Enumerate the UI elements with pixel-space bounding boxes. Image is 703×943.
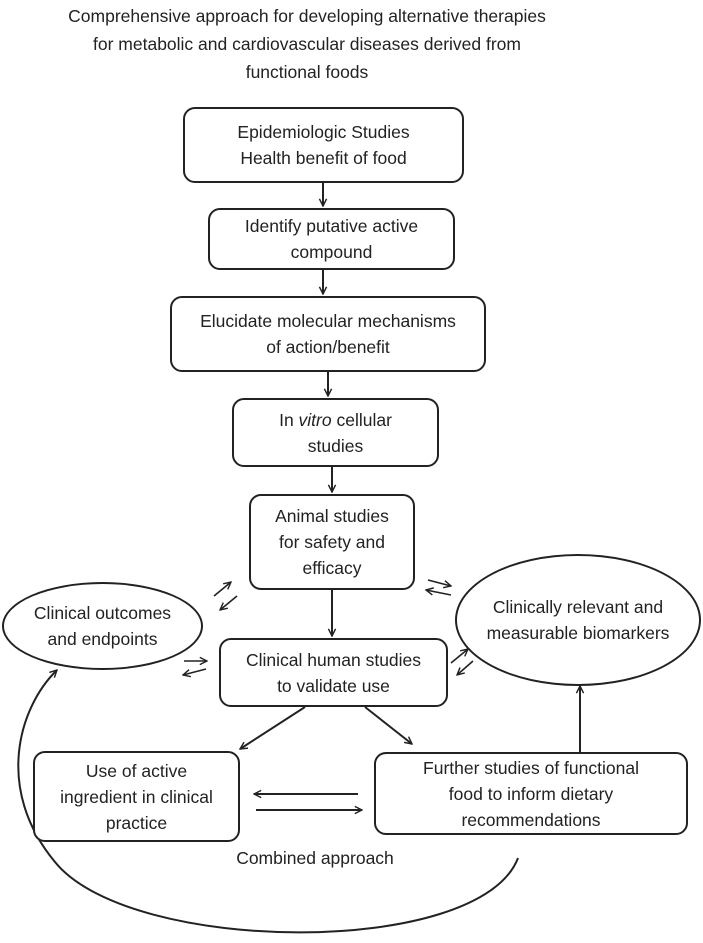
node-further-line-2: food to inform dietary xyxy=(448,783,614,804)
node-active-ingredient: Use of active ingredient in clinical pra… xyxy=(33,751,240,842)
edge-outcomes-to-animal xyxy=(213,582,231,597)
node-identify-line-2: compound xyxy=(290,242,373,262)
node-further-studies: Further studies of functional food to in… xyxy=(374,752,688,835)
node-animal-line-2: for safety and xyxy=(278,532,386,552)
edge-clinical-to-ingredient xyxy=(240,706,306,749)
node-elucidate-mechanisms: Elucidate molecular mechanisms of action… xyxy=(170,296,486,372)
edge-clinical-to-further xyxy=(364,706,412,744)
edge-clinical-to-biomarkers xyxy=(450,649,468,664)
edge-clinical-to-outcomes xyxy=(183,668,207,675)
diagram-title: Comprehensive approach for developing al… xyxy=(0,2,614,86)
edge-animal-to-biomarkers xyxy=(427,579,451,586)
node-identify-line-1: Identify putative active xyxy=(244,216,419,236)
node-ingredient-line-1: Use of active xyxy=(85,760,188,781)
node-clinical-human-line-2: to validate use xyxy=(277,675,390,696)
node-epidemiologic-studies: Epidemiologic Studies Health benefit of … xyxy=(183,107,464,183)
node-further-line-3: recommendations xyxy=(461,809,601,830)
node-biomarkers: Clinically relevant and measurable bioma… xyxy=(455,554,701,686)
node-clinical-human-studies: Clinical human studies to validate use xyxy=(219,638,448,707)
node-epidemiologic-line-2: Health benefit of food xyxy=(240,148,407,168)
edge-biomarkers-to-clinical xyxy=(457,660,474,675)
node-invitro-italic: vitro xyxy=(298,409,332,430)
node-invitro-line-2: studies xyxy=(307,435,364,456)
node-outcomes-line-2: and endpoints xyxy=(47,629,158,649)
node-ingredient-line-2: ingredient in clinical xyxy=(60,786,213,807)
node-outcomes-line-1: Clinical outcomes xyxy=(33,603,172,623)
title-line-2: for metabolic and cardiovascular disease… xyxy=(93,34,521,54)
node-animal-studies: Animal studies for safety and efficacy xyxy=(249,494,415,590)
edge-combined-approach-loop xyxy=(17,670,519,934)
node-animal-line-3: efficacy xyxy=(302,558,362,578)
node-biomarkers-line-1: Clinically relevant and xyxy=(492,597,664,617)
node-further-line-1: Further studies of functional xyxy=(423,757,639,778)
node-biomarkers-line-2: measurable biomarkers xyxy=(486,623,670,643)
node-animal-line-1: Animal studies xyxy=(275,506,389,526)
edge-biomarkers-to-animal xyxy=(426,590,452,596)
node-ingredient-line-3: practice xyxy=(105,812,168,833)
node-clinical-outcomes: Clinical outcomes and endpoints xyxy=(2,582,203,670)
node-invitro-prefix: In xyxy=(279,409,299,430)
node-elucidate-line-1: Elucidate molecular mechanisms xyxy=(200,311,456,331)
node-invitro-line-1: In vitro cellular xyxy=(279,407,392,433)
title-line-1: Comprehensive approach for developing al… xyxy=(68,6,546,26)
edge-animal-to-outcomes xyxy=(220,595,238,610)
node-invitro-suffix: cellular xyxy=(331,409,392,430)
title-line-3: functional foods xyxy=(245,62,369,82)
node-in-vitro-studies: In vitro cellular studies xyxy=(232,398,439,467)
node-identify-compound: Identify putative active compound xyxy=(208,208,455,270)
combined-approach-caption: Combined approach xyxy=(236,848,394,868)
node-clinical-human-line-1: Clinical human studies xyxy=(245,649,422,670)
node-elucidate-line-2: of action/benefit xyxy=(266,337,390,357)
node-epidemiologic-line-1: Epidemiologic Studies xyxy=(237,122,410,142)
